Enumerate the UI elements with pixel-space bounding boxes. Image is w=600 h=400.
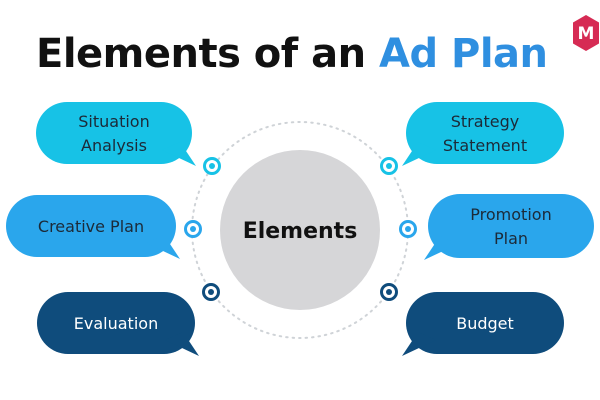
element-label: Situation — [78, 112, 149, 131]
element-bubble-shape — [406, 292, 564, 354]
element-bubble: Evaluation — [37, 283, 220, 356]
page-title: Elements of an Ad Plan — [36, 28, 548, 80]
element-bubble: Creative Plan — [6, 195, 202, 259]
element-bubble-shape — [37, 292, 195, 354]
center-circle — [220, 150, 380, 310]
element-bubble-tail — [162, 142, 196, 166]
connector-dot-core — [386, 163, 392, 169]
element-bubble-tail — [424, 236, 458, 260]
element-bubble-tail — [402, 332, 436, 356]
brand-logo-badge — [573, 15, 599, 51]
element-label: Statement — [443, 136, 527, 155]
title-prefix: Elements of an — [36, 31, 380, 77]
element-bubble: Budget — [380, 283, 564, 356]
brand-logo-letter: M — [578, 24, 595, 44]
element-bubble-shape — [36, 102, 192, 164]
element-bubble-tail — [165, 332, 199, 356]
element-bubble-tail — [402, 142, 436, 166]
connector-dot-core — [405, 226, 411, 232]
element-bubble-shape — [6, 195, 176, 257]
title-highlight: Ad Plan — [379, 31, 548, 77]
element-label: Promotion — [470, 205, 551, 224]
element-bubble-shape — [428, 194, 594, 258]
connector-dot-core — [386, 289, 392, 295]
connector-dot-core — [209, 163, 215, 169]
connector-dot-core — [190, 226, 196, 232]
element-label: Creative Plan — [38, 217, 144, 236]
element-label: Plan — [494, 229, 528, 248]
element-label: Strategy — [451, 112, 520, 131]
element-bubble-shape — [406, 102, 564, 164]
element-label: Evaluation — [74, 314, 158, 333]
center-label: Elements — [243, 219, 358, 244]
brand-logo: M — [573, 15, 599, 51]
element-label: Analysis — [81, 136, 147, 155]
element-bubble-tail — [146, 235, 180, 259]
element-label: Budget — [456, 314, 514, 333]
connector-dot-core — [208, 289, 214, 295]
